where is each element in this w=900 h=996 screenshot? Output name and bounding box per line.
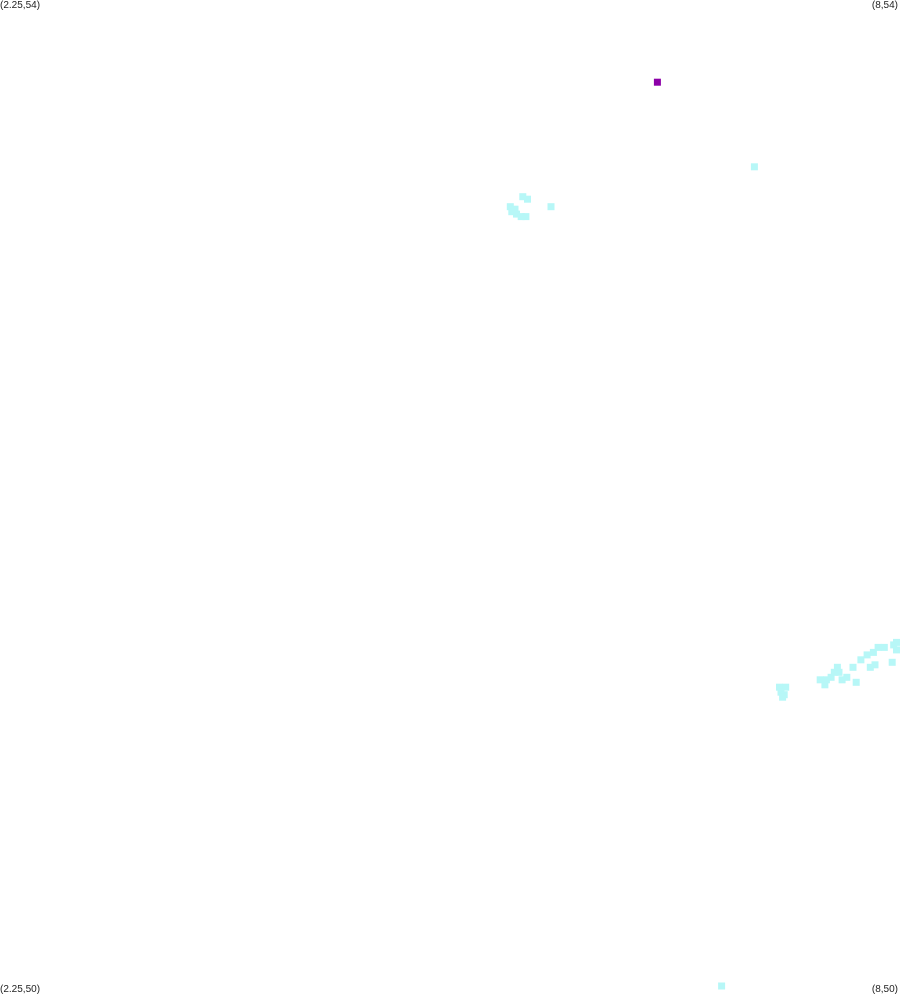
map-point-0-32 [871, 661, 879, 669]
map-point-0-5 [511, 205, 519, 213]
map-point-0-9 [750, 163, 758, 171]
map-point-0-6 [522, 213, 530, 221]
map-point-0-31 [888, 658, 896, 666]
map-point-0-11 [782, 683, 790, 691]
map-point-1-0 [653, 78, 661, 86]
map-point-0-24 [863, 651, 871, 659]
map-point-0-20 [838, 676, 846, 684]
map-point-0-2 [506, 203, 514, 211]
map-point-0-30 [893, 646, 900, 654]
map-point-0-37 [718, 982, 726, 990]
map-point-0-29 [893, 638, 900, 646]
map-point-0-33 [866, 663, 874, 671]
map-point-0-27 [880, 643, 888, 651]
corner-label-bottom-right: (8,50) [871, 984, 898, 995]
map-point-0-0 [519, 193, 527, 201]
map-point-0-21 [843, 673, 851, 681]
map-point-0-1 [524, 195, 531, 203]
map-point-0-15 [816, 676, 824, 684]
corner-label-bottom-left: (2.25,50) [0, 984, 41, 995]
map-point-0-16 [822, 676, 830, 684]
corner-label-top-left: (2.25,54) [0, 0, 41, 11]
map-point-0-35 [821, 681, 829, 689]
map-point-0-19 [835, 668, 843, 676]
map-point-0-23 [857, 656, 865, 664]
map-point-0-26 [874, 643, 882, 651]
map-point-0-17 [827, 673, 835, 681]
map-point-0-7 [517, 213, 525, 221]
map-point-0-8 [547, 203, 555, 211]
map-point-0-18 [830, 668, 838, 676]
map-point-0-34 [833, 663, 841, 671]
map-point-0-36 [852, 678, 860, 686]
map-point-0-14 [779, 693, 787, 701]
map-point-0-22 [849, 663, 857, 671]
corner-label-top-right: (8,54) [871, 0, 898, 11]
map-point-0-25 [869, 648, 877, 656]
map-point-0-4 [513, 210, 520, 218]
map-point-0-10 [776, 683, 783, 691]
